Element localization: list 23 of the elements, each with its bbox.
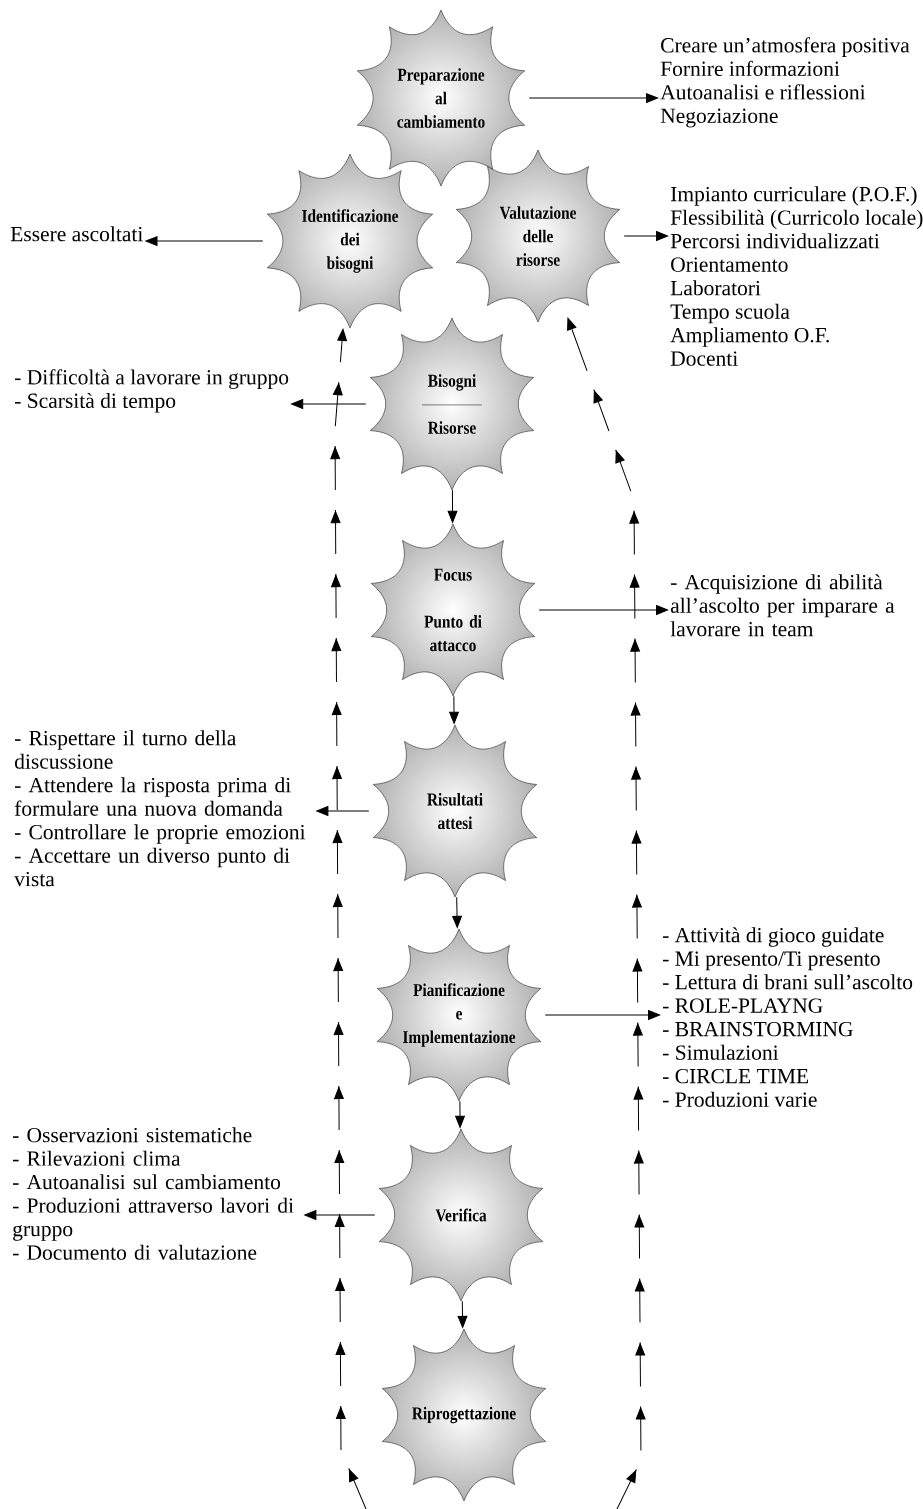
item-list: Impianto curriculare (P.O.F.) Flessibilità (Curricolo locale) Percorsi individualizzati Orientamento Laboratori Tempo scuola Ampliamento O.F. Docenti xyxy=(670,186,923,366)
arrow xyxy=(455,1100,465,1128)
feedback-arrow xyxy=(567,317,646,1509)
arrow xyxy=(447,489,458,523)
arrow xyxy=(544,1010,661,1020)
item-list: - Rispettare il turno della discussione - Attendere la risposta prima di formulare una nuova domanda - Controllare le proprie emozioni - Accettare un diverso punto di vista xyxy=(14,730,306,887)
arrow xyxy=(291,399,367,409)
arrow xyxy=(457,1300,468,1328)
arrow xyxy=(449,695,459,724)
arrow xyxy=(528,93,659,103)
arrow xyxy=(145,236,264,246)
arrow xyxy=(538,605,669,615)
arrow xyxy=(623,231,669,241)
arrow xyxy=(304,1210,376,1220)
item-list: - Attività di gioco guidate - Mi presento/Ti presento - Lettura di brani sull’ascolto - ROLE-PLAYNG - BRAINSTORMING - Simulazioni - CIRCLE TIME - Produzioni varie xyxy=(663,927,913,1107)
item-list: - Osservazioni sistematiche - Rilevazioni clima - Autoanalisi sul cambiamento - Produzioni attraverso lavori di gruppo - Documento di valutazione xyxy=(13,1127,294,1260)
note-text: - Acquisizione di abilità all’ascolto per imparare a lavorare in team xyxy=(670,574,895,637)
arrow xyxy=(452,896,462,928)
feedback-arrow xyxy=(330,328,367,1509)
note-text: Essere ascoltati xyxy=(10,226,143,242)
item-list: - Difficoltà a lavorare in gruppo - Scarsità di tempo xyxy=(15,369,289,413)
arrow xyxy=(316,806,370,816)
item-list: Creare un’atmosfera positiva Fornire informazioni Autoanalisi e riflessioni Negoziazione xyxy=(660,37,910,128)
